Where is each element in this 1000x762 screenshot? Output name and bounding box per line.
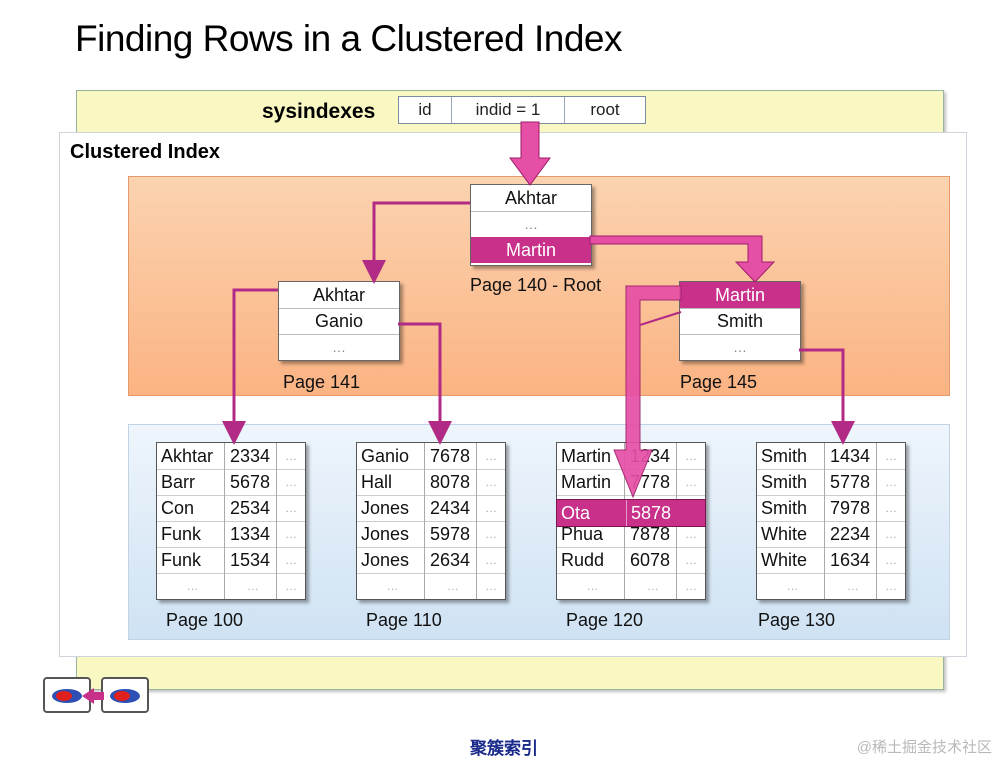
page145-box: Martin Smith … — [679, 281, 801, 361]
footer-caption: 聚簇索引 — [470, 739, 538, 758]
page145-label: Page 145 — [680, 372, 758, 392]
leaf-page-130-label: Page 130 — [758, 610, 836, 630]
sysindexes-cell-id: id — [399, 97, 452, 123]
arrow-page145-to-page120 — [613, 285, 682, 499]
slide-logo-icon — [43, 677, 149, 713]
root-row-ellipsis: … — [524, 216, 538, 232]
page141-row-akhtar: Akhtar — [279, 282, 399, 309]
arrow-root-to-page145 — [589, 235, 776, 283]
leaf-page-120-label: Page 120 — [566, 610, 644, 630]
sysindexes-cell-root: root — [590, 100, 620, 119]
sysindexes-cell-indid: indid = 1 — [452, 97, 565, 123]
page141-box: Akhtar Ganio … — [278, 281, 400, 361]
table-row: ……… — [557, 573, 705, 599]
page141-label: Page 141 — [283, 372, 361, 392]
table-row: ……… — [157, 573, 305, 599]
sysindexes-label: sysindexes — [262, 100, 376, 123]
arrow-page145-to-page130 — [799, 348, 855, 445]
found-row-value: 5878 — [631, 502, 672, 523]
found-row-name: Ota — [557, 500, 627, 526]
page-title: Finding Rows in a Clustered Index — [75, 18, 623, 59]
arrow-page141-to-page110 — [398, 322, 452, 445]
root-page-box: Akhtar … Martin — [470, 184, 592, 266]
root-row-akhtar: Akhtar — [471, 185, 591, 212]
table-row: ……… — [757, 573, 905, 599]
arrow-page141-to-page100 — [222, 288, 278, 445]
page141-row-ellipsis: … — [332, 339, 346, 355]
root-row-martin: Martin — [471, 237, 591, 263]
table-row: ……… — [357, 573, 505, 599]
leaf-page-110-label: Page 110 — [366, 610, 442, 630]
arrow-root-to-page141 — [362, 201, 470, 284]
root-page-label: Page 140 - Root — [470, 275, 602, 295]
arrow-page145-thin-link — [639, 311, 682, 326]
page145-row-ellipsis: … — [733, 339, 747, 355]
page145-row-martin: Martin — [680, 282, 800, 309]
clustered-index-label: Clustered Index — [70, 141, 221, 163]
watermark: @稀土掘金技术社区 — [856, 739, 992, 756]
arrow-sysindexes-to-root — [509, 121, 551, 186]
page141-row-ganio: Ganio — [279, 308, 399, 335]
found-row-ota: Ota 5878 — [556, 499, 706, 527]
page145-row-smith: Smith — [680, 308, 800, 335]
leaf-page-100-label: Page 100 — [166, 610, 244, 630]
